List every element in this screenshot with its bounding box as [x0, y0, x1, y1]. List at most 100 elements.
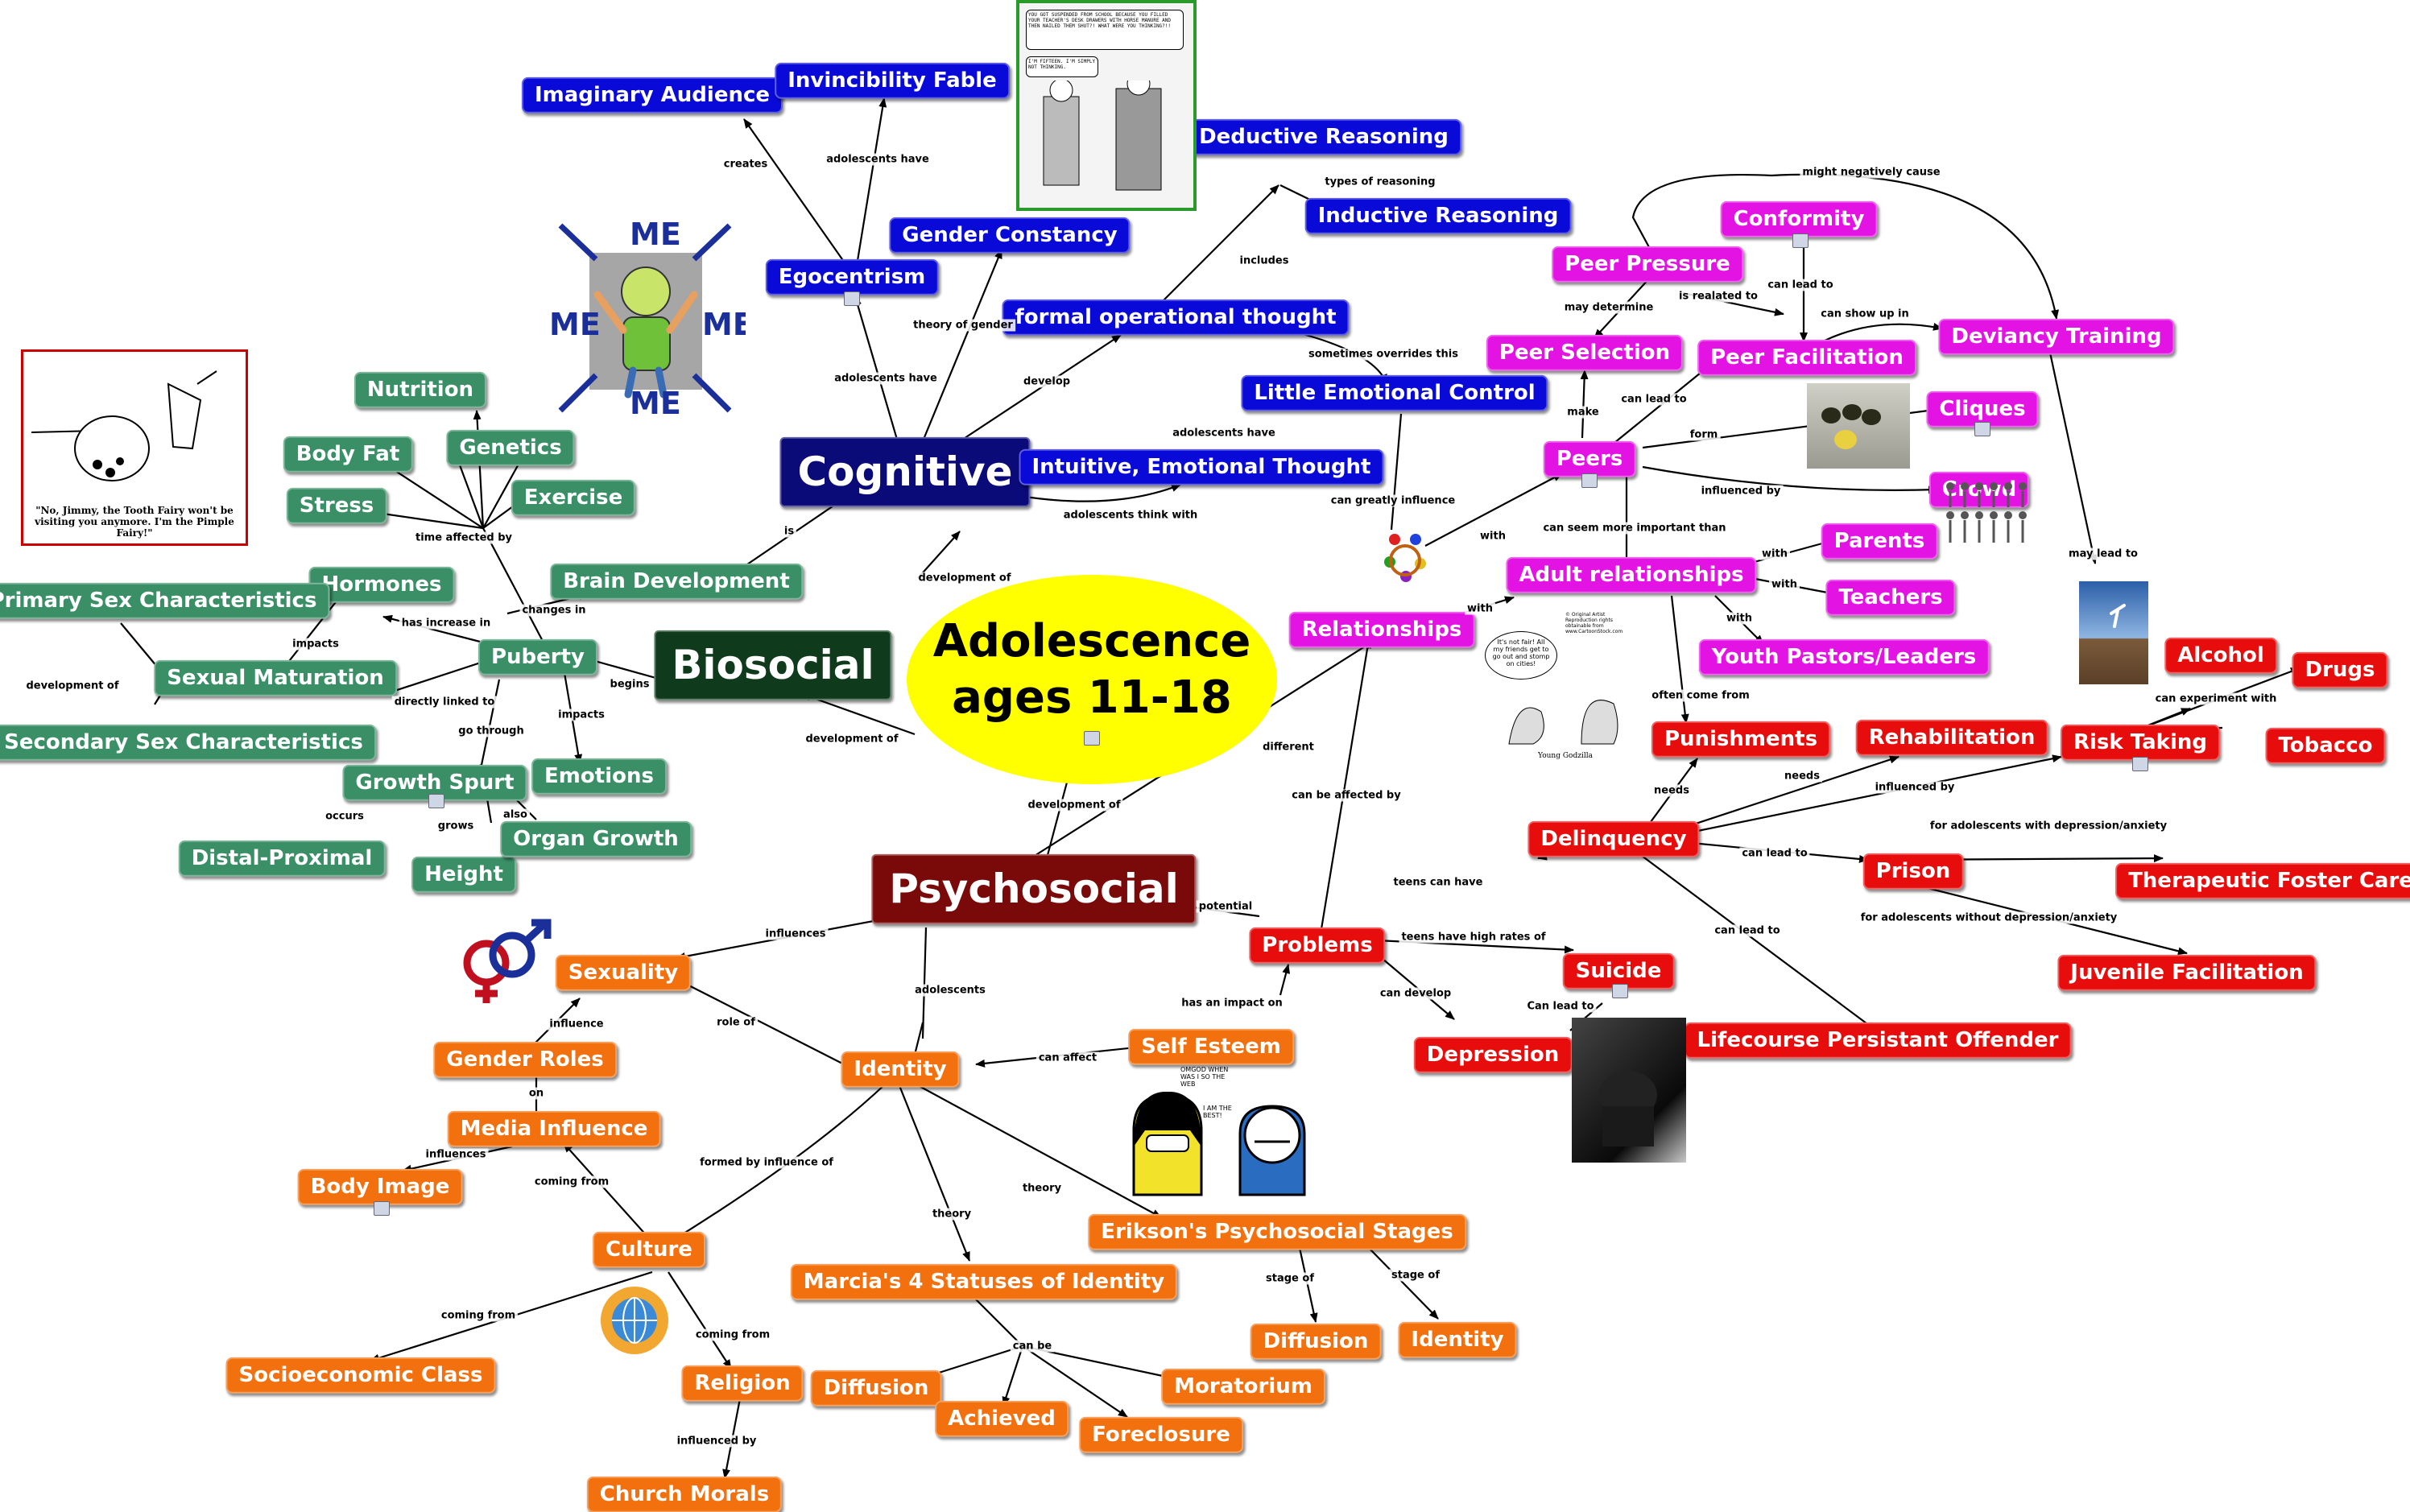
node-religion[interactable]: Religion	[681, 1365, 804, 1402]
node-imaginary-audience[interactable]: Imaginary Audience	[521, 76, 783, 114]
node-therapeutic-foster-care[interactable]: Therapeutic Foster Care	[2115, 862, 2410, 899]
edge-label: coming from	[692, 1328, 773, 1341]
edge-label: includes	[1237, 254, 1292, 267]
node-formal-operational-thought[interactable]: formal operational thought	[1002, 299, 1350, 336]
node-puberty[interactable]: Puberty	[477, 638, 598, 675]
node-deviancy-training[interactable]: Deviancy Training	[1938, 318, 2175, 355]
node-conformity[interactable]: Conformity	[1720, 200, 1878, 238]
node-eriksons-psychosocial-stages[interactable]: Erikson's Psychosocial Stages	[1088, 1213, 1466, 1250]
globe-culture-icon	[596, 1283, 673, 1357]
node-peer-pressure[interactable]: Peer Pressure	[1552, 246, 1743, 283]
node-rehabilitation[interactable]: Rehabilitation	[1855, 719, 2048, 756]
edge-label: may lead to	[2066, 547, 2140, 560]
note-icon[interactable]	[374, 1201, 390, 1216]
node-lifecourse-persistant-offender[interactable]: Lifecourse Persistant Offender	[1684, 1022, 2072, 1059]
node-problems[interactable]: Problems	[1249, 927, 1386, 964]
note-icon[interactable]	[1084, 731, 1100, 746]
node-body-fat[interactable]: Body Fat	[283, 436, 413, 473]
edge-label: can be	[1010, 1340, 1055, 1353]
node-culture[interactable]: Culture	[593, 1231, 705, 1268]
node-diffusion-erikson[interactable]: Diffusion	[1250, 1323, 1382, 1360]
node-teachers[interactable]: Teachers	[1825, 579, 1956, 616]
note-icon[interactable]	[1581, 473, 1598, 488]
edge-label: is	[781, 525, 797, 538]
node-church-morals[interactable]: Church Morals	[586, 1476, 783, 1512]
node-parents[interactable]: Parents	[1821, 523, 1938, 560]
node-height[interactable]: Height	[411, 856, 516, 893]
node-youth-pastors-leaders[interactable]: Youth Pastors/Leaders	[1698, 638, 1990, 675]
node-hormones[interactable]: Hormones	[308, 566, 455, 603]
edge-label: development of	[916, 572, 1014, 585]
fifteen-cartoon: YOU GOT SUSPENDED FROM SCHOOL BECAUSE YO…	[1016, 0, 1197, 211]
node-biosocial[interactable]: Biosocial	[654, 630, 892, 700]
node-depression[interactable]: Depression	[1413, 1036, 1573, 1073]
node-cognitive[interactable]: Cognitive	[779, 436, 1031, 507]
note-icon[interactable]	[1974, 422, 1990, 436]
node-risk-taking[interactable]: Risk Taking	[2060, 724, 2221, 761]
node-delinquency[interactable]: Delinquency	[1527, 820, 1700, 857]
note-icon[interactable]	[1792, 233, 1809, 248]
edge-label: has increase in	[399, 617, 494, 630]
node-juvenile-facilitation[interactable]: Juvenile Facilitation	[2057, 954, 2317, 991]
node-suicide[interactable]: Suicide	[1562, 952, 1675, 989]
node-self-esteem[interactable]: Self Esteem	[1128, 1028, 1294, 1065]
node-alcohol[interactable]: Alcohol	[2164, 637, 2277, 674]
edge-label: can greatly influence	[1328, 494, 1458, 507]
node-peers[interactable]: Peers	[1543, 440, 1636, 477]
node-prison[interactable]: Prison	[1862, 853, 1964, 890]
cliff-diver-image	[2079, 581, 2148, 684]
node-psychosocial[interactable]: Psychosocial	[871, 853, 1197, 924]
edge-label: with	[1465, 602, 1495, 615]
edge-label: can experiment with	[2152, 692, 2280, 705]
node-emotions[interactable]: Emotions	[531, 758, 667, 795]
node-gender-constancy[interactable]: Gender Constancy	[889, 217, 1131, 254]
node-drugs[interactable]: Drugs	[2292, 651, 2388, 688]
node-punishments[interactable]: Punishments	[1651, 721, 1831, 758]
edge-label: often come from	[1649, 689, 1752, 702]
note-icon[interactable]	[1612, 984, 1628, 998]
node-primary-sex-characteristics[interactable]: Primary Sex Characteristics	[0, 582, 330, 619]
node-peer-selection[interactable]: Peer Selection	[1486, 334, 1684, 371]
note-icon[interactable]	[844, 291, 860, 306]
edge-label: theory	[1019, 1182, 1064, 1195]
node-genetics[interactable]: Genetics	[446, 429, 575, 466]
node-foreclosure[interactable]: Foreclosure	[1079, 1416, 1243, 1453]
edge-label: for adolescents with depression/anxiety	[1927, 820, 2170, 832]
node-socioeconomic-class[interactable]: Socioeconomic Class	[225, 1357, 496, 1394]
node-identity-erikson[interactable]: Identity	[1398, 1321, 1517, 1358]
node-egocentrism[interactable]: Egocentrism	[765, 258, 939, 295]
node-tobacco[interactable]: Tobacco	[2265, 727, 2386, 764]
node-media-influence[interactable]: Media Influence	[447, 1110, 661, 1147]
node-moratorium[interactable]: Moratorium	[1161, 1368, 1325, 1405]
node-little-emotional-control[interactable]: Little Emotional Control	[1241, 374, 1548, 411]
note-icon[interactable]	[428, 794, 444, 808]
node-identity[interactable]: Identity	[841, 1051, 960, 1088]
center-title-line2: ages 11-18	[952, 671, 1232, 724]
node-exercise[interactable]: Exercise	[511, 479, 636, 516]
node-secondary-sex-characteristics[interactable]: Secondary Sex Characteristics	[0, 724, 376, 761]
node-stress[interactable]: Stress	[286, 487, 387, 524]
note-icon[interactable]	[2132, 757, 2148, 771]
node-adult-relationships[interactable]: Adult relationships	[1506, 556, 1757, 593]
node-peer-facilitation[interactable]: Peer Facilitation	[1697, 339, 1916, 376]
central-topic[interactable]: Adolescence ages 11-18	[907, 575, 1277, 784]
node-body-image[interactable]: Body Image	[297, 1168, 463, 1205]
edge-label: with	[1769, 578, 1800, 591]
node-organ-growth[interactable]: Organ Growth	[500, 820, 692, 857]
node-distal-proximal[interactable]: Distal-Proximal	[178, 840, 386, 877]
node-sexuality[interactable]: Sexuality	[555, 954, 692, 991]
node-intuitive-emotional-thought[interactable]: Intuitive, Emotional Thought	[1019, 448, 1384, 485]
node-achieved[interactable]: Achieved	[935, 1400, 1069, 1437]
node-diffusion-marcia[interactable]: Diffusion	[810, 1369, 942, 1407]
node-marcias-4-statuses[interactable]: Marcia's 4 Statuses of Identity	[790, 1263, 1178, 1300]
node-gender-roles[interactable]: Gender Roles	[433, 1041, 617, 1078]
me-word: ME	[630, 386, 681, 419]
node-relationships[interactable]: Relationships	[1288, 611, 1475, 648]
node-sexual-maturation[interactable]: Sexual Maturation	[154, 659, 397, 696]
node-invincibility-fable[interactable]: Invincibility Fable	[775, 62, 1010, 99]
node-inductive-reasoning[interactable]: Inductive Reasoning	[1304, 197, 1572, 234]
node-nutrition[interactable]: Nutrition	[353, 371, 487, 408]
edge-label: might negatively cause	[1800, 166, 1943, 179]
node-brain-development[interactable]: Brain Development	[550, 563, 803, 600]
node-deductive-reasoning[interactable]: Deductive Reasoning	[1186, 118, 1461, 155]
